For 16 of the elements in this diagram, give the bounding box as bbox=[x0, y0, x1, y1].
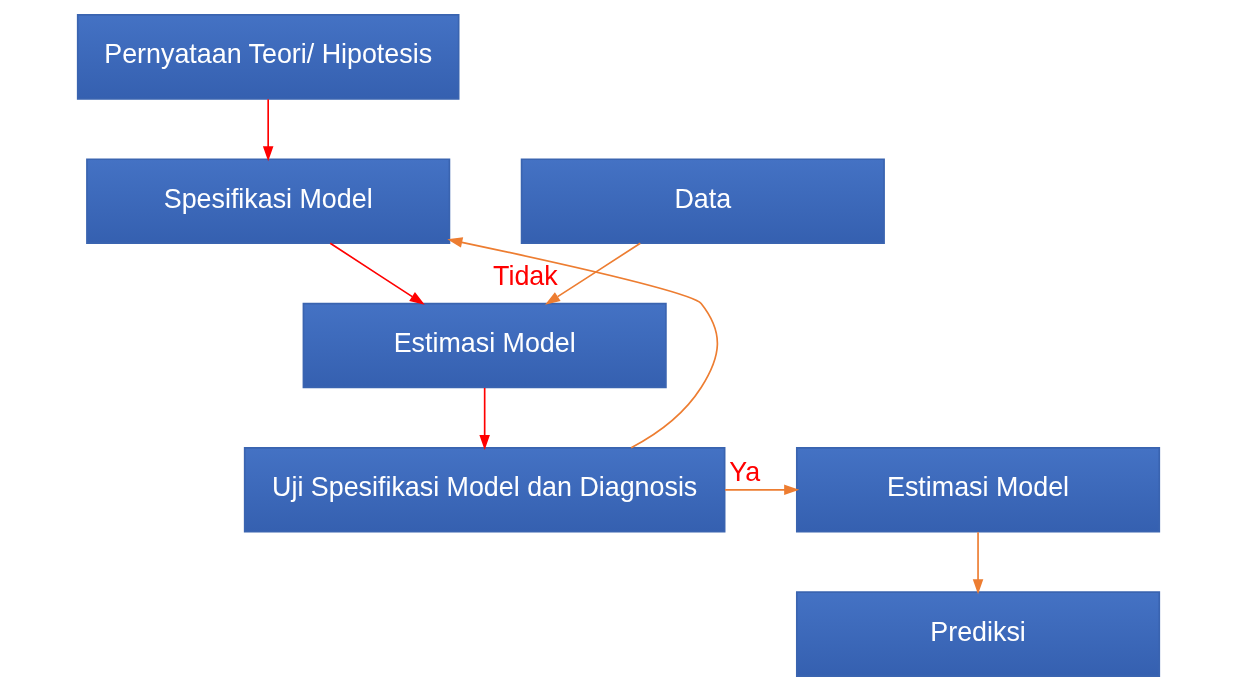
arrow bbox=[724, 484, 800, 496]
arrow bbox=[262, 98, 274, 162]
edge-label: Tidak bbox=[493, 261, 558, 292]
node-box: Uji Spesifikasi Model dan Diagnosis bbox=[243, 447, 726, 533]
node-box: Estimasi Model bbox=[795, 447, 1161, 533]
arrow bbox=[545, 242, 642, 305]
arrow bbox=[479, 387, 490, 450]
node-box: Data bbox=[520, 158, 885, 244]
arrow bbox=[329, 242, 425, 305]
arrow bbox=[972, 531, 984, 595]
arrow bbox=[447, 237, 719, 449]
edge-label: Ya bbox=[729, 457, 761, 488]
node-box: Prediksi bbox=[795, 591, 1161, 677]
node-box: Spesifikasi Model bbox=[86, 158, 451, 244]
node-box: Estimasi Model bbox=[302, 302, 667, 389]
node-box: Pernyataan Teori/ Hipotesis bbox=[76, 14, 460, 100]
